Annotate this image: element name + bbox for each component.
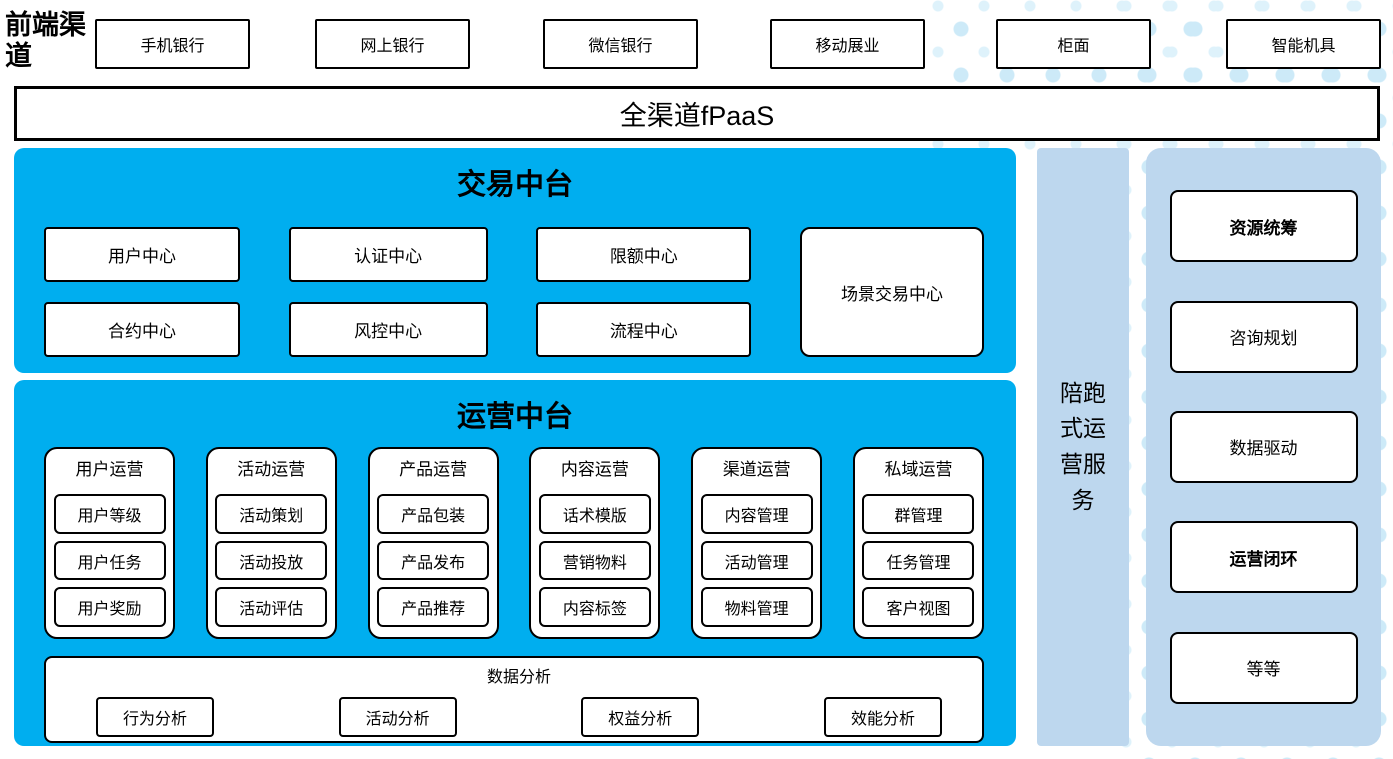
channel-box-online-banking: 网上银行 — [315, 19, 470, 69]
group-item: 客户视图 — [862, 587, 975, 628]
group-item: 营销物料 — [538, 540, 651, 581]
center-box-limit: 限额中心 — [536, 227, 752, 282]
group-item: 物料管理 — [700, 587, 813, 628]
operation-platform-title: 运营中台 — [456, 401, 573, 433]
panel-box-etc: 等等 — [1169, 631, 1358, 704]
group-title: 渠道运营 — [722, 460, 791, 479]
center-box-process: 流程中心 — [536, 302, 752, 357]
operation-groups-row: 用户运营 用户等级 用户任务 用户奖励 活动运营 活动策划 活动投放 活动评估 … — [44, 447, 984, 639]
group-channel-operation: 渠道运营 内容管理 活动管理 物料管理 — [691, 447, 823, 639]
group-item: 活动策划 — [215, 494, 328, 534]
side-band-label: 陪跑式运营服务 — [1060, 379, 1106, 513]
group-title: 私域运营 — [884, 460, 953, 479]
panel-box-resource-planning: 资源统筹 — [1169, 190, 1358, 263]
channel-box-smart-devices: 智能机具 — [1226, 19, 1381, 69]
group-title: 用户运营 — [75, 460, 144, 479]
channel-box-counter: 柜面 — [996, 19, 1151, 69]
group-item: 用户任务 — [53, 540, 166, 581]
channel-box-mobile-banking: 手机银行 — [95, 19, 250, 69]
analysis-box-behavior: 行为分析 — [96, 697, 214, 737]
data-analysis-row: 行为分析 活动分析 权益分析 效能分析 — [96, 697, 942, 737]
group-title: 内容运营 — [560, 460, 629, 479]
group-item: 用户奖励 — [53, 587, 166, 628]
group-user-operation: 用户运营 用户等级 用户任务 用户奖励 — [44, 447, 175, 639]
channel-box-wechat-banking: 微信银行 — [543, 19, 698, 69]
group-private-domain-operation: 私域运营 群管理 任务管理 客户视图 — [852, 447, 984, 639]
group-item: 活动管理 — [700, 540, 813, 581]
data-analysis-section: 数据分析 行为分析 活动分析 权益分析 效能分析 — [44, 656, 984, 743]
fpaas-bar: 全渠道fPaaS — [14, 86, 1380, 141]
panel-box-operation-loop: 运营闭环 — [1169, 521, 1358, 594]
group-item: 群管理 — [862, 494, 975, 534]
group-product-operation: 产品运营 产品包装 产品发布 产品推荐 — [367, 447, 499, 639]
front-channels-label: 前端渠道 — [5, 10, 86, 72]
panel-box-data-driven: 数据驱动 — [1169, 410, 1358, 483]
group-item: 产品推荐 — [377, 587, 490, 628]
panel-box-consulting: 咨询规划 — [1169, 300, 1358, 373]
group-item: 产品发布 — [377, 540, 490, 581]
group-item: 内容管理 — [700, 494, 813, 534]
group-item: 话术模版 — [538, 494, 651, 534]
trade-platform-section: 交易中台 用户中心 认证中心 限额中心 场景交易中心 合约中心 风控中心 流程中… — [14, 148, 1016, 373]
group-item: 内容标签 — [538, 587, 651, 628]
group-title: 活动运营 — [237, 460, 306, 479]
analysis-box-efficiency: 效能分析 — [823, 697, 942, 737]
group-item: 活动投放 — [215, 540, 328, 581]
group-item: 任务管理 — [862, 540, 975, 581]
group-item: 用户等级 — [53, 494, 166, 534]
center-box-auth: 认证中心 — [288, 227, 488, 282]
channel-box-mobile-sales: 移动展业 — [770, 19, 925, 69]
group-content-operation: 内容运营 话术模版 营销物料 内容标签 — [529, 447, 661, 639]
side-band-accompany-service: 陪跑式运营服务 — [1037, 148, 1129, 746]
group-activity-operation: 活动运营 活动策划 活动投放 活动评估 — [205, 447, 337, 639]
trade-platform-title: 交易中台 — [456, 169, 573, 201]
analysis-box-rights: 权益分析 — [581, 697, 700, 737]
group-item: 产品包装 — [377, 494, 490, 534]
group-title: 产品运营 — [399, 460, 468, 479]
right-service-panel: 资源统筹 咨询规划 数据驱动 运营闭环 等等 — [1146, 148, 1381, 746]
center-box-contract: 合约中心 — [44, 302, 240, 357]
trade-centers-grid: 用户中心 认证中心 限额中心 场景交易中心 合约中心 风控中心 流程中心 — [44, 227, 984, 357]
data-analysis-title: 数据分析 — [486, 669, 551, 686]
center-box-user: 用户中心 — [44, 227, 240, 282]
group-item: 活动评估 — [215, 587, 328, 628]
analysis-box-activity: 活动分析 — [338, 697, 457, 737]
center-box-scene-trade: 场景交易中心 — [799, 227, 984, 357]
operation-platform-section: 运营中台 用户运营 用户等级 用户任务 用户奖励 活动运营 活动策划 活动投放 … — [14, 380, 1016, 746]
center-box-risk: 风控中心 — [288, 302, 488, 357]
